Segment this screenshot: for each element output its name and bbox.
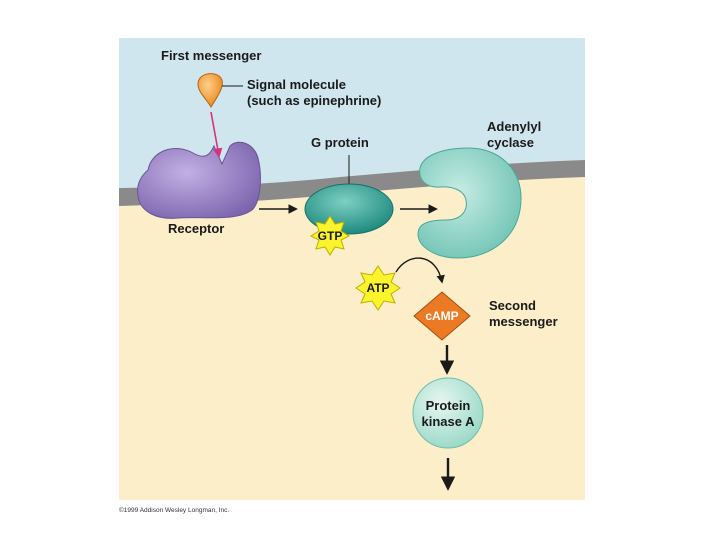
receptor-protein xyxy=(137,141,261,219)
receptor-label: Receptor xyxy=(168,221,224,236)
adenylyl-cyclase-label-line1: Adenylyl xyxy=(487,119,541,134)
signal-molecule-label-line2: (such as epinephrine) xyxy=(247,93,381,108)
second-messenger-label-line2: messenger xyxy=(489,314,558,329)
protein-kinase-a-shape xyxy=(412,377,484,449)
binding-arrow xyxy=(210,111,223,158)
camp-label: cAMP xyxy=(425,309,458,323)
first-messenger-label: First messenger xyxy=(161,48,261,63)
signal-molecule-shape xyxy=(197,73,223,108)
arrow-atp-to-camp xyxy=(395,257,445,284)
gtp-label: GTP xyxy=(318,229,343,243)
atp-starburst xyxy=(355,265,401,311)
pka-label-line1: Protein xyxy=(426,398,471,413)
pka-label-line2: kinase A xyxy=(422,414,476,429)
copyright-notice: ©1999 Addison Wesley Longman, Inc. xyxy=(119,506,229,514)
atp-label: ATP xyxy=(366,281,389,295)
g-protein-label: G protein xyxy=(311,135,369,150)
gtp-starburst xyxy=(309,215,351,256)
adenylyl-cyclase-label-line2: cyclase xyxy=(487,135,534,150)
second-messenger-label-line1: Second xyxy=(489,298,536,313)
camp-diamond xyxy=(413,291,471,341)
signal-molecule-label-line1: Signal molecule xyxy=(247,77,346,92)
adenylyl-cyclase-shape xyxy=(417,147,522,259)
